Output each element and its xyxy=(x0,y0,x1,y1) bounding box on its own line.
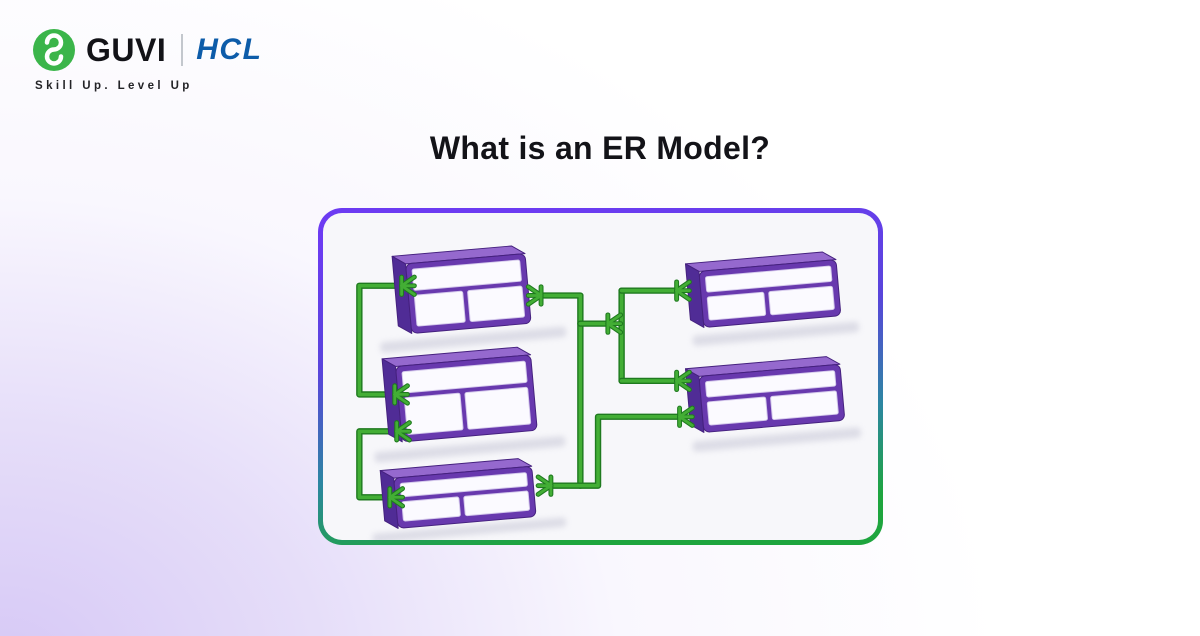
connector-bottomleft-to-bottomright xyxy=(549,415,682,488)
table-header-cell xyxy=(401,360,528,394)
crows-foot-icon xyxy=(394,420,412,443)
table-shadow xyxy=(380,326,567,353)
crows-foot-icon xyxy=(535,474,554,497)
entity-table-top-right xyxy=(684,251,841,328)
table-shadow xyxy=(692,427,862,452)
table-cell-left xyxy=(401,496,461,522)
table-shadow xyxy=(692,321,860,346)
table-cell-left xyxy=(403,392,464,435)
crows-foot-icon xyxy=(399,274,417,297)
table-cell-right xyxy=(464,386,532,430)
crows-foot-icon xyxy=(674,279,692,302)
crows-foot-icon xyxy=(677,405,695,428)
entity-table-top-left xyxy=(391,245,532,334)
guvi-wordmark: GUVI xyxy=(86,31,167,68)
brand-tagline: Skill Up. Level Up xyxy=(35,80,193,92)
diagram-card xyxy=(318,208,883,545)
crows-foot-icon xyxy=(674,369,692,393)
header: GUVI HCL Skill Up. Level Up xyxy=(32,28,262,92)
table-cell-left xyxy=(706,291,767,321)
er-diagram xyxy=(356,245,862,540)
table-header-cell xyxy=(705,265,833,293)
page-title: What is an ER Model? xyxy=(429,130,771,166)
connector-topleft-right-drop xyxy=(539,293,583,488)
guvi-logo-icon xyxy=(33,29,75,71)
hcl-wordmark: HCL xyxy=(196,33,263,66)
table-cell-right xyxy=(770,390,839,421)
table-cell-left xyxy=(413,290,466,327)
connector-midleft-to-bottomleft xyxy=(357,429,399,500)
entity-table-bottom-right xyxy=(684,356,845,433)
crows-foot-icon xyxy=(387,486,406,509)
connector-topleft-right-drop xyxy=(537,292,584,489)
table-cell-right xyxy=(467,285,526,322)
table-shadow xyxy=(374,436,566,463)
table-shadow xyxy=(372,517,567,540)
brand-row: GUVI HCL xyxy=(32,28,262,72)
crows-foot-icon xyxy=(605,312,624,335)
diagram-canvas xyxy=(323,213,878,540)
crows-foot-icon xyxy=(525,284,544,307)
crows-foot-icon xyxy=(392,383,410,406)
table-header-cell xyxy=(705,370,837,398)
table-cell-right xyxy=(463,490,531,517)
connector-topleft-to-midleft xyxy=(357,284,404,397)
table-cell-left xyxy=(706,396,768,426)
connector-bottomleft-to-bottomright xyxy=(547,413,683,489)
entity-table-bottom-left xyxy=(379,458,537,529)
table-cell-right xyxy=(768,285,835,316)
brand-divider xyxy=(181,34,184,66)
